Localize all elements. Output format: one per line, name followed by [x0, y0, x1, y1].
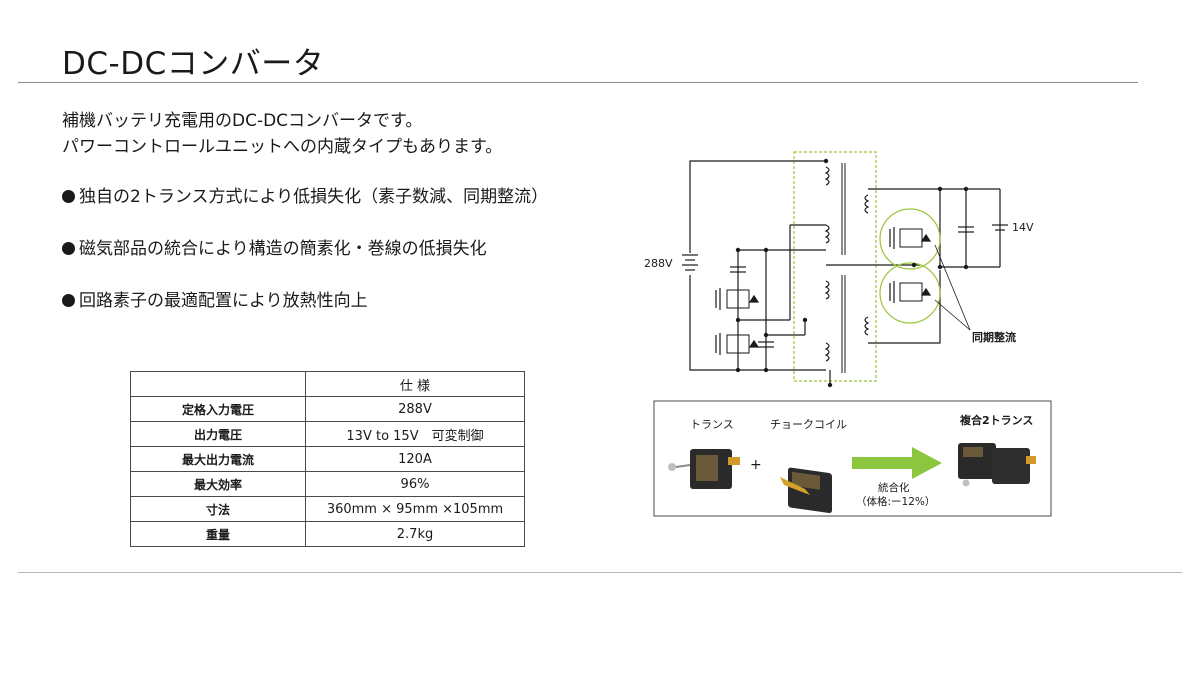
sync-rectifier-mosfet: [889, 281, 932, 303]
integration-arrow-icon: [852, 447, 942, 479]
transformer-photo: [668, 449, 740, 489]
label-leader: [934, 299, 971, 331]
output-voltage-label: 14V: [1012, 221, 1034, 234]
spec-value: 288V: [305, 396, 525, 422]
capacitor-symbol: [758, 341, 774, 348]
secondary-wire: [868, 188, 941, 267]
spec-label: 出力電圧: [130, 421, 306, 447]
title-divider: [18, 82, 1138, 83]
spec-value: 120A: [305, 446, 525, 472]
spec-value: 2.7kg: [305, 521, 525, 547]
input-wire-top: [689, 160, 826, 253]
feature-list: 独自の2トランス方式により低損失化（素子数減、同期整流） 磁気部品の統合により構…: [62, 185, 548, 341]
feature-text: 独自の2トランス方式により低損失化（素子数減、同期整流）: [79, 187, 549, 207]
choke-coil-photo: [780, 467, 832, 513]
component-photo-panel: [653, 400, 1052, 517]
choke-coil-label: チョークコイル: [770, 418, 847, 431]
converter-circuit-diagram: 288V: [644, 151, 1052, 517]
plus-sign: +: [750, 457, 762, 473]
spec-label: 最大出力電流: [130, 446, 306, 472]
output-capacitor-symbol: [958, 226, 974, 233]
transformer-primary-coil: [824, 166, 830, 362]
spec-label: 最大効率: [130, 471, 306, 497]
label-leader: [934, 244, 971, 331]
spec-value: 360mm × 95mm ×105mm: [305, 496, 525, 522]
feature-item: 独自の2トランス方式により低損失化（素子数減、同期整流）: [62, 185, 548, 209]
mosfet-symbol: [715, 333, 760, 355]
input-voltage-label: 288V: [644, 257, 673, 270]
input-wire-bottom: [689, 275, 826, 371]
feature-item: 磁気部品の統合により構造の簡素化・巻線の低損失化: [62, 237, 548, 261]
output-battery-symbol: [992, 224, 1008, 231]
spec-header-label: 仕 様: [305, 371, 525, 397]
feature-item: 回路素子の最適配置により放熱性向上: [62, 289, 548, 313]
spec-label: 重量: [130, 521, 306, 547]
bullet-icon: [62, 294, 75, 307]
integration-note: （体格:ー12%）: [856, 495, 935, 508]
bullet-icon: [62, 190, 75, 203]
spec-label: 定格入力電圧: [130, 396, 306, 422]
spec-value: 13V to 15V 可変制御: [305, 421, 525, 447]
intro-line-2: パワーコントロールユニットへの内蔵タイプもあります。: [62, 137, 503, 157]
combined-transformer-photo: [958, 443, 1036, 487]
junction-dots: [735, 158, 969, 388]
transformer-secondary-coil: [864, 194, 870, 336]
sync-rectifier-mosfet: [889, 227, 932, 249]
sync-rect-highlight: [879, 208, 941, 270]
intro-text: 補機バッテリ充電用のDC-DCコンバータです。 パワーコントロールユニットへの内…: [62, 108, 502, 160]
page-title: DC-DCコンバータ: [62, 46, 325, 82]
input-battery-symbol: [682, 254, 698, 271]
feature-text: 回路素子の最適配置により放熱性向上: [79, 291, 368, 311]
integration-label: 統合化: [878, 481, 910, 494]
sync-rect-highlight: [879, 262, 941, 324]
combined-transformer-label: 複合2トランス: [959, 413, 1033, 427]
footer-divider: [18, 572, 1182, 573]
spec-header-blank: [130, 371, 306, 397]
secondary-wire: [868, 270, 941, 344]
transformer-label: トランス: [690, 418, 734, 431]
spec-value: 96%: [305, 471, 525, 497]
feature-text: 磁気部品の統合により構造の簡素化・巻線の低損失化: [79, 239, 487, 259]
spec-label: 寸法: [130, 496, 306, 522]
mosfet-symbol: [715, 288, 760, 310]
spec-header-row: 仕 様: [130, 371, 525, 397]
capacitor-symbol: [730, 266, 746, 273]
intro-line-1: 補機バッテリ充電用のDC-DCコンバータです。: [62, 111, 423, 131]
bullet-icon: [62, 242, 75, 255]
sync-rect-label: 同期整流: [972, 330, 1016, 344]
transformer-boundary: [793, 151, 877, 382]
